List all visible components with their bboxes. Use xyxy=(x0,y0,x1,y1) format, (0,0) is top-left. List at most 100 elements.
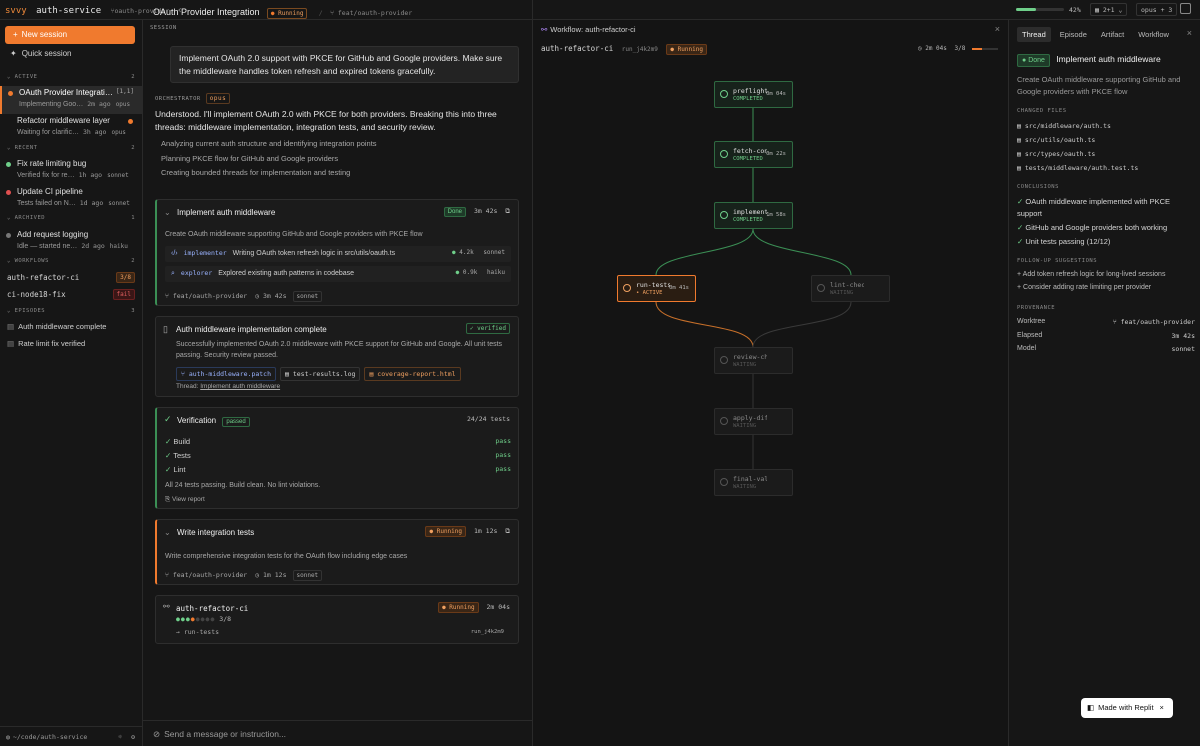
section-label: SESSION xyxy=(150,25,177,31)
session-item[interactable]: Refactor middleware layer Waiting for cl… xyxy=(0,114,142,142)
thread-card[interactable]: ⌄ Implement auth middleware Done 3m 42s … xyxy=(155,199,519,306)
layout-select[interactable]: ▦ 2+1 ⌄ xyxy=(1090,3,1128,16)
workflow-node[interactable]: apply-diffWAITING xyxy=(714,408,793,435)
section-label: FOLLOW-UP SUGGESTIONS xyxy=(1017,258,1098,264)
close-icon[interactable]: × xyxy=(1186,28,1192,38)
progress-percent: 42% xyxy=(1069,6,1081,14)
workflow-node[interactable]: fetch-contextCOMPLETED0m 22s xyxy=(714,141,793,168)
verification-title: Verification xyxy=(177,416,217,425)
brand: svvy auth-service ⑂oauth-provider ‹ xyxy=(5,5,183,16)
check-icon: ✓ xyxy=(165,465,172,474)
provenance-row: Worktree⑂ feat/oauth-provider xyxy=(1017,318,1195,326)
workflow-node[interactable]: review-changesWAITING xyxy=(714,347,793,374)
artifact-chip[interactable]: ▤ test-results.log xyxy=(280,367,361,381)
plus-icon: + xyxy=(1017,284,1022,291)
terminal-icon xyxy=(720,417,728,425)
replit-logo-icon: ◧ xyxy=(1087,703,1095,712)
status-badge: Done xyxy=(443,207,467,217)
followup-item[interactable]: + Add token refresh logic for long-lived… xyxy=(1017,271,1166,278)
workflow-stats: ◷ 2m 04s 3/8 xyxy=(918,45,998,52)
changed-file[interactable]: ▤ src/types/oauth.ts xyxy=(1017,150,1096,158)
tab-workflow[interactable]: Workflow xyxy=(1138,30,1169,39)
workflow-panel: ⚯Workflow: auth-refactor-ci × auth-refac… xyxy=(533,20,1009,746)
session-branch: ⑂ feat/oauth-provider xyxy=(330,9,413,17)
artifact-list: ⑂ auth-middleware.patch▤ test-results.lo… xyxy=(176,365,465,381)
session-item[interactable]: Fix rate limiting bug Verified fix for r… xyxy=(0,157,142,185)
detail-title: Implement auth middleware xyxy=(1056,54,1161,64)
theme-icon[interactable]: ☼ xyxy=(118,733,122,741)
tab-thread[interactable]: Thread xyxy=(1017,27,1051,42)
plus-icon: + xyxy=(1017,271,1022,278)
open-external-icon[interactable]: ⧉ xyxy=(505,207,510,215)
new-session-button[interactable]: +New session xyxy=(5,26,135,44)
user-message: Implement OAuth 2.0 support with PKCE fo… xyxy=(170,46,519,83)
replit-badge[interactable]: ◧Made with Replit× xyxy=(1081,698,1173,718)
edge xyxy=(752,228,852,276)
collapse-sidebar-icon[interactable]: ‹ xyxy=(176,5,183,16)
tab-artifact[interactable]: Artifact xyxy=(1100,30,1125,39)
workflow-node[interactable]: final-validationWAITING xyxy=(714,469,793,496)
artifact-chip[interactable]: ▤ coverage-report.html xyxy=(364,367,461,381)
close-icon[interactable]: × xyxy=(1159,703,1164,712)
message-input[interactable]: Send a message or instruction... xyxy=(164,729,287,739)
check-icon: ✓ xyxy=(1017,197,1024,206)
session-item[interactable]: OAuth Provider Integrati…[1,1] Implement… xyxy=(0,86,142,114)
close-icon[interactable]: × xyxy=(994,24,1000,34)
check-icon xyxy=(720,90,728,98)
detail-tabs: Thread Episode Artifact Workflow xyxy=(1017,27,1178,42)
episode-card[interactable]: ▯ Auth middleware implementation complet… xyxy=(155,316,519,397)
sidebar-footer: ◍~/code/auth-service ☼ ⚙ xyxy=(0,726,142,746)
chevron-down-icon[interactable]: ⌄ xyxy=(164,528,171,537)
project-name[interactable]: auth-service xyxy=(36,6,102,16)
thread-link[interactable]: Implement auth middleware xyxy=(200,383,281,390)
artifact-chip[interactable]: ⑂ auth-middleware.patch xyxy=(176,367,277,381)
view-report-link[interactable]: ⎘ View report xyxy=(165,496,205,503)
current-step: run-tests xyxy=(183,628,220,636)
workflow-title: ⚯Workflow: auth-refactor-ci xyxy=(541,25,636,34)
followup-item[interactable]: + Consider adding rate limiting per prov… xyxy=(1017,284,1152,291)
quick-session-button[interactable]: ✦Quick session xyxy=(10,49,72,58)
session-item[interactable]: Update CI pipeline Tests failed on N…1d … xyxy=(0,185,142,213)
panel-toggle-icon[interactable] xyxy=(1180,3,1191,14)
orchestrator-message: Understood. I'll implement OAuth 2.0 wit… xyxy=(155,109,497,132)
episode-item[interactable]: ▤Rate limit fix verified xyxy=(7,339,86,348)
chevron-down-icon[interactable]: ⌄ xyxy=(164,208,171,217)
settings-icon[interactable]: ⚙ xyxy=(131,733,135,741)
workflow-node[interactable]: lint-checkWAITING xyxy=(811,275,890,302)
branch-tag: ⑂oauth-provider xyxy=(110,7,170,15)
model-select[interactable]: opus + 3 xyxy=(1136,3,1178,16)
session-item[interactable]: Add request logging Idle — started ne…2d… xyxy=(0,228,142,256)
check-circle-icon: ✓ xyxy=(164,414,172,424)
detail-desc: Create OAuth middleware supporting GitHu… xyxy=(1017,75,1181,96)
user-icon[interactable]: ◍ xyxy=(6,733,10,741)
thread-desc: Create OAuth middleware supporting GitHu… xyxy=(165,231,423,238)
thread-card[interactable]: ⌄ Write integration tests ● Running 1m 1… xyxy=(155,519,519,585)
attach-icon[interactable]: ⊘ xyxy=(153,729,161,739)
workflow-card[interactable]: ⚯ auth-refactor-ci ● Running 2m 04s ●●●●… xyxy=(155,595,519,644)
changed-file[interactable]: ▤ tests/middleware/auth.test.ts xyxy=(1017,164,1139,172)
status-badge: ● Running xyxy=(266,8,308,19)
open-external-icon[interactable]: ⧉ xyxy=(505,527,510,535)
episode-desc: Successfully implemented OAuth 2.0 middl… xyxy=(176,341,503,359)
tab-episode[interactable]: Episode xyxy=(1059,30,1087,39)
episode-item[interactable]: ▤Auth middleware complete xyxy=(7,322,107,331)
verified-badge: ✓ verified xyxy=(465,323,510,334)
changed-file[interactable]: ▤ src/middleware/auth.ts xyxy=(1017,122,1111,130)
changed-file[interactable]: ▤ src/utils/oauth.ts xyxy=(1017,136,1096,144)
